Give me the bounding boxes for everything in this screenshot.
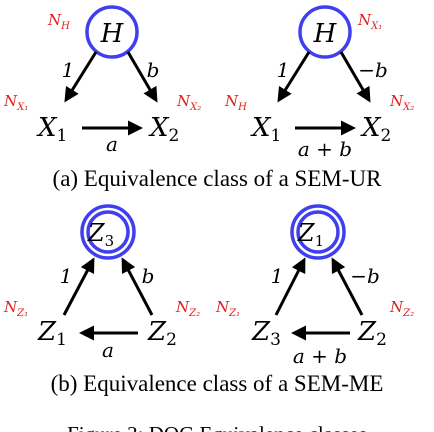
- node-z1-label: Z1: [37, 317, 67, 350]
- edge-h-x2: [126, 51, 158, 103]
- edge-z2-z3: [121, 257, 154, 316]
- graph-a-left: H NH 1 b X1 NX₁ X2 NX₂ a: [3, 5, 201, 156]
- edge-z3-z1: [274, 257, 306, 316]
- node-h-circle: [298, 5, 352, 59]
- node-z3-inner-circle: [86, 210, 130, 254]
- edge-z2-z1: [331, 257, 364, 316]
- node-z2-label: Z2: [357, 317, 387, 350]
- edge-h-x1: [277, 51, 311, 103]
- node-x1-label: X1: [250, 113, 281, 146]
- noise-label-top: NH: [47, 11, 70, 32]
- node-z1-outer-circle: [290, 204, 346, 260]
- edge-label-1: 1: [62, 58, 75, 82]
- edge-label-1: 1: [60, 264, 73, 288]
- graph-b-left: Z3 1 b Z1 NZ₁ Z2 NZ₂ a: [3, 204, 200, 362]
- node-x1-label: X1: [36, 113, 67, 146]
- edge-label-1: 1: [271, 264, 284, 288]
- edge-h-x1: [64, 51, 98, 103]
- node-z2-label: Z2: [147, 317, 177, 350]
- graph-a-right: H NX₁ 1 −b X1 NH X2 NX₂ a + b: [224, 5, 414, 161]
- edge-label-a-plus-b: a + b: [298, 137, 352, 161]
- node-x2-label: X2: [148, 113, 179, 146]
- noise-label-top: NX₁: [357, 11, 382, 32]
- graph-b-right: Z1 1 −b Z3 NZ₁ Z2 NZ₂ a + b: [215, 204, 414, 368]
- node-z3-outer-circle: [80, 204, 136, 260]
- edge-label-neg-b: −b: [350, 264, 380, 288]
- edge-label-b: b: [147, 58, 160, 82]
- edge-label-a: a: [106, 132, 118, 156]
- edge-label-1: 1: [277, 58, 290, 82]
- node-x2-label: X2: [360, 113, 391, 146]
- caption-b: (b) Equivalence class of a SEM-ME: [51, 371, 384, 396]
- noise-label-z1: NZ₁: [3, 298, 28, 319]
- edge-label-a: a: [102, 338, 114, 362]
- noise-label-z1: NZ₁: [215, 298, 240, 319]
- noise-label-x2: NX₂: [176, 92, 201, 113]
- figure-caption: Figure 3: DOG Equivalence classes: [67, 422, 367, 432]
- edge-label-b: b: [142, 264, 155, 288]
- noise-label-x1: NH: [224, 92, 247, 113]
- node-h-label: H: [100, 19, 125, 49]
- node-z1-inner-circle: [296, 210, 340, 254]
- node-h-label: H: [313, 19, 338, 49]
- noise-label-z2: NZ₂: [389, 298, 414, 319]
- caption-a: (a) Equivalence class of a SEM-UR: [53, 166, 383, 191]
- node-z1-label: Z1: [297, 219, 324, 250]
- noise-label-x2: NX₂: [389, 92, 414, 113]
- edge-z1-z3: [62, 257, 95, 316]
- node-z3-label: Z3: [87, 219, 114, 250]
- edge-label-a-plus-b: a + b: [293, 344, 347, 368]
- node-h-circle: [85, 5, 139, 59]
- edge-h-x2: [339, 51, 371, 103]
- noise-label-x1: NX₁: [3, 92, 28, 113]
- noise-label-z2: NZ₂: [175, 298, 200, 319]
- node-z3-label: Z3: [251, 317, 281, 350]
- edge-label-neg-b: −b: [358, 58, 388, 82]
